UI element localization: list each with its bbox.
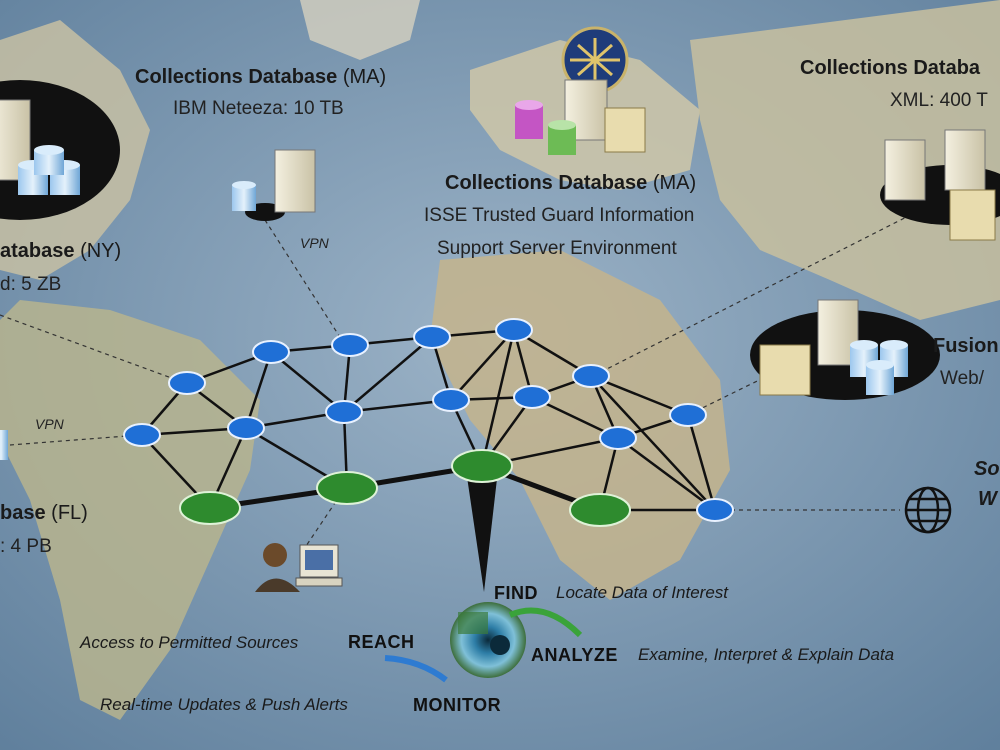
network-node (331, 333, 369, 357)
network-node (513, 385, 551, 409)
ma-netezza-server (232, 149, 316, 221)
hub-node (316, 471, 378, 505)
network-node (168, 371, 206, 395)
ma-netezza-detail: IBM Neteeza: 10 TB (173, 98, 344, 119)
right-top-detail: XML: 400 T (890, 90, 988, 111)
ny-detail: d: 5 ZB (0, 274, 62, 295)
folder-icon (759, 344, 811, 396)
network-node (432, 388, 470, 412)
globe-icon (904, 486, 952, 534)
analyst-workstation-icon (255, 543, 343, 592)
so-detail: W (978, 488, 997, 510)
folder-icon (604, 107, 646, 153)
hub-node (569, 493, 631, 527)
so-title: So (974, 458, 1000, 480)
fl-title: base (FL) (0, 502, 88, 524)
server-icon (884, 139, 926, 201)
network-node (669, 403, 707, 427)
south-america-land (0, 300, 260, 720)
analyze-label: ANALYZE (531, 645, 618, 665)
server-icon (944, 129, 986, 191)
network-node (413, 325, 451, 349)
storage-icon (0, 430, 8, 460)
find-label: FIND (494, 583, 538, 603)
reach-label: REACH (348, 632, 415, 652)
storage-icon (232, 185, 256, 211)
ma-isse-detail-1: ISSE Trusted Guard Information (424, 205, 695, 226)
reach-description: Access to Permitted Sources (80, 633, 299, 652)
vpn-label-top: VPN (300, 235, 329, 251)
ma-isse-detail-2: Support Server Environment (437, 238, 677, 259)
vpn-label-left: VPN (35, 416, 64, 432)
storage-icon (18, 145, 80, 195)
storage-icon (850, 340, 908, 395)
network-node (696, 498, 734, 522)
hub-node (179, 491, 241, 525)
hub-node (451, 449, 513, 483)
isse-server-cluster (515, 26, 646, 155)
find-description: Locate Data of Interest (556, 583, 728, 602)
hub-stem (466, 470, 498, 592)
dashed-links (0, 199, 941, 556)
server-icon (274, 149, 316, 213)
reach-arrow (384, 655, 448, 683)
monitor-description: Real-time Updates & Push Alerts (100, 695, 348, 714)
user-icon (263, 543, 287, 567)
fusion-title: Fusion (933, 335, 999, 357)
fusion-detail: Web/ (940, 368, 985, 389)
asia-land (690, 0, 1000, 320)
analyze-arrow (508, 607, 583, 638)
network-node (495, 318, 533, 342)
greenland-land (300, 0, 420, 60)
fl-storage (0, 430, 8, 460)
network-node (252, 340, 290, 364)
right-top-title: Collections Databa (800, 57, 981, 79)
fusion-cluster (750, 299, 940, 400)
network-node (572, 364, 610, 388)
eye-monitor-icon (450, 602, 526, 678)
ny-title: atabase (NY) (0, 240, 122, 262)
folder-icon (949, 189, 996, 241)
ny-database-cluster (0, 80, 120, 220)
xml-database-cluster (880, 129, 1000, 241)
network-node (599, 426, 637, 450)
analyze-description: Examine, Interpret & Explain Data (638, 645, 895, 664)
network-node (123, 423, 161, 447)
fl-detail: : 4 PB (0, 536, 52, 557)
ma-isse-title: Collections Database (MA) (445, 172, 697, 194)
monitor-label: MONITOR (413, 695, 502, 715)
ma-netezza-title: Collections Database (MA) (135, 66, 387, 88)
network-node (227, 416, 265, 440)
network-node (325, 400, 363, 424)
